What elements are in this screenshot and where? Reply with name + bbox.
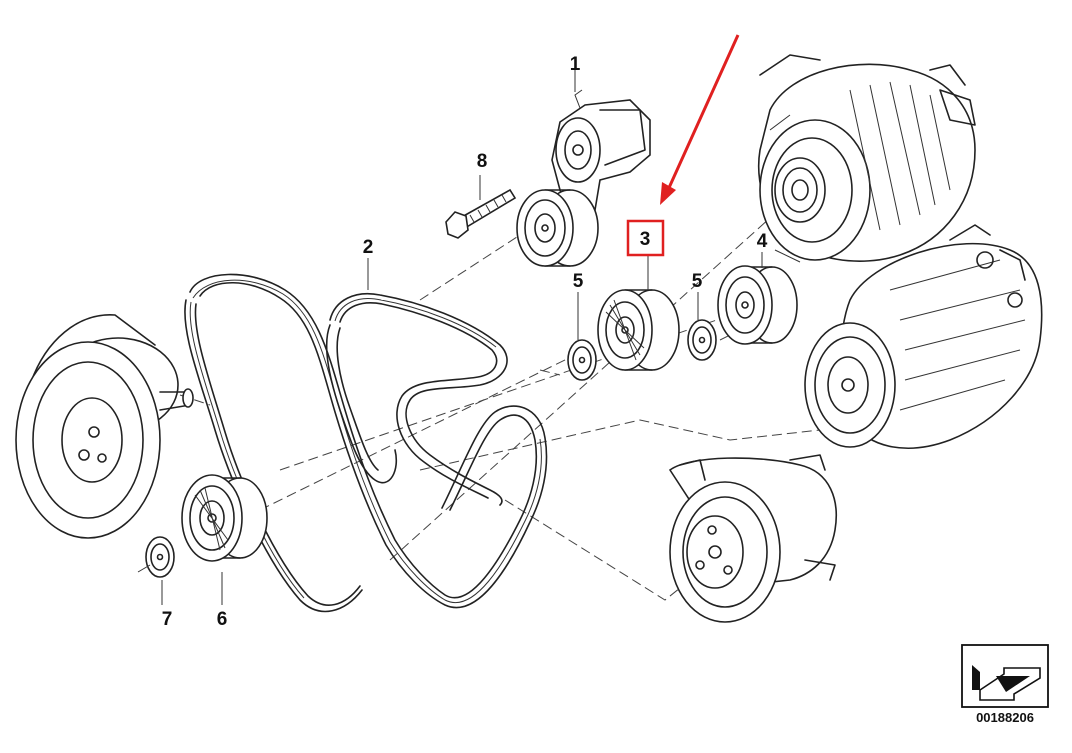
idler-pulley-6	[181, 474, 268, 562]
deflection-pulley-3	[597, 256, 680, 371]
document-reference-icon	[961, 644, 1049, 708]
callout-4: 4	[757, 231, 768, 252]
drive-belt-small	[325, 293, 508, 506]
callout-5-right: 5	[692, 271, 703, 292]
callout-6: 6	[217, 609, 228, 630]
highlight-arrow	[660, 34, 740, 205]
bolt-8	[445, 175, 517, 239]
callout-3-highlight-box	[626, 219, 665, 257]
crankshaft-pulley	[15, 314, 194, 539]
callout-8: 8	[477, 151, 488, 172]
ac-compressor	[804, 224, 1043, 449]
callout-1: 1	[570, 54, 581, 75]
document-number: 00188206	[976, 710, 1034, 725]
callout-7: 7	[162, 609, 173, 630]
pulley-cover-5-left	[567, 292, 597, 381]
callout-3: 3	[640, 229, 651, 250]
callout-leaders	[161, 258, 369, 605]
alternator	[757, 54, 976, 263]
power-steering-pump	[668, 454, 837, 623]
callout-5-left: 5	[573, 271, 584, 292]
pulley-cover-7	[137, 536, 175, 578]
tensioner-pulley	[516, 189, 599, 267]
pulley-cover-5-right	[687, 292, 717, 361]
drive-belt-large	[184, 273, 548, 613]
idler-pulley-4	[717, 252, 798, 345]
callout-2: 2	[363, 237, 374, 258]
